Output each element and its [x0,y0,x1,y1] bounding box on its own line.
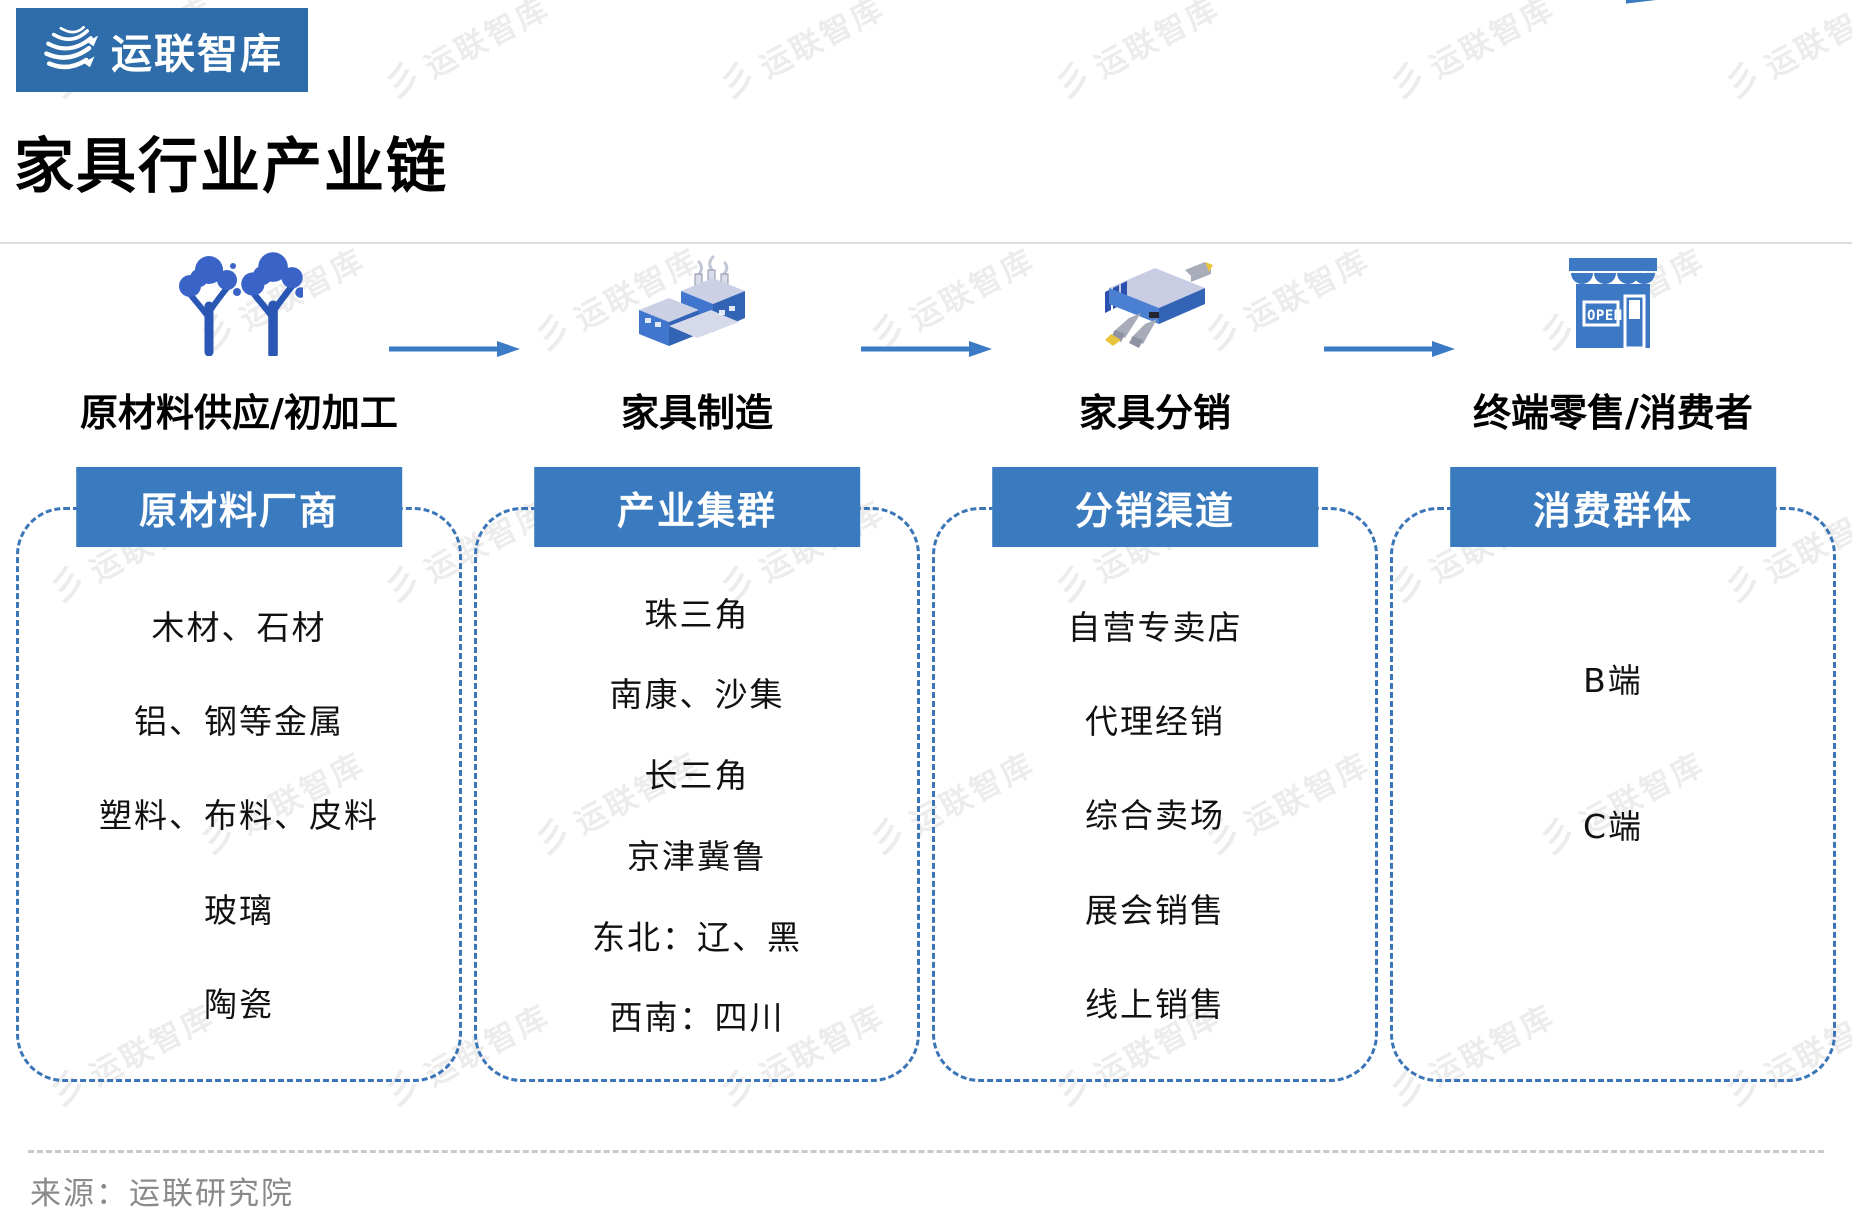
watermark-swirl-icon: 彡 [1717,53,1772,108]
watermark-text: 彡运联智库 [712,0,892,108]
watermark-text: 彡运联智库 [1382,0,1562,108]
stage-label: 终端零售/消费者 [1473,391,1753,435]
column-items: 珠三角南康、沙集长三角京津冀鲁东北：辽、黑西南：四川 [484,555,910,1072]
brand-logo-text: 运联智库 [111,30,283,78]
column-items: 自营专卖店代理经销综合卖场展会销售线上销售 [942,555,1368,1072]
open-sign-text: OPEN [1587,308,1623,324]
stage-label: 家具分销 [1078,391,1231,435]
chain-item: 铝、钢等金属 [134,702,344,742]
page-title: 家具行业产业链 [14,132,448,202]
chain-item: 陶瓷 [204,984,274,1024]
chain-item: 综合卖场 [1085,796,1225,836]
factory-icon [635,248,759,356]
watermark-text: 彡运联智库 [1717,0,1852,108]
chain-item: 代理经销 [1085,702,1225,742]
chain-item: 展会销售 [1085,890,1225,930]
flow-row: 原材料供应/初加工 [0,248,1852,448]
watermark-swirl-icon: 彡 [1047,53,1102,108]
flow-arrow-icon [1324,341,1455,357]
chain-column: 原材料厂商 木材、石材铝、钢等金属塑料、布料、皮料玻璃陶瓷 [16,467,462,1082]
chain-item: 珠三角 [644,594,750,634]
chain-columns: 原材料厂商 木材、石材铝、钢等金属塑料、布料、皮料玻璃陶瓷 产业集群 珠三角南康… [0,467,1852,1082]
watermark-text: 彡运联智库 [1047,0,1227,108]
chain-item: 线上销售 [1085,984,1225,1024]
flow-arrow-icon [861,341,992,357]
column-header: 消费群体 [1450,467,1776,547]
chain-item: 南康、沙集 [609,675,785,715]
title-divider [0,242,1852,244]
footer-divider [28,1150,1824,1153]
column-header: 分销渠道 [992,467,1318,547]
watermark-swirl-icon: 彡 [1382,53,1437,108]
watermark-swirl-icon: 彡 [377,53,432,108]
warehouse-distribution-icon [1093,248,1217,356]
watermark-text: 彡运联智库 [377,0,557,108]
chain-item: 长三角 [644,756,750,796]
chain-column: 消费群体 B端 C端 [1390,467,1836,1082]
storefront-icon: OPEN [1563,248,1663,356]
chain-item: B端 [1583,660,1643,700]
column-header: 产业集群 [534,467,860,547]
stage-manufacturing: 家具制造 [474,248,920,448]
stage-distribution: 家具分销 [932,248,1378,448]
column-items: B端 C端 [1400,555,1826,947]
chain-column: 分销渠道 自营专卖店代理经销综合卖场展会销售线上销售 [932,467,1378,1082]
column-items: 木材、石材铝、钢等金属塑料、布料、皮料玻璃陶瓷 [26,555,452,1072]
chain-item: 木材、石材 [151,608,327,648]
chain-item: 自营专卖店 [1067,608,1243,648]
stage-label: 原材料供应/初加工 [80,391,398,435]
chain-item: 西南：四川 [609,998,785,1038]
chain-item: 玻璃 [204,890,274,930]
stage-retail: OPEN 终端零售/消费者 [1390,248,1836,448]
flow-arrow-icon [388,341,520,357]
stage-label: 家具制造 [620,391,773,435]
chain-item: 京津冀鲁 [627,836,767,876]
trees-icon [175,248,303,356]
chain-item: C端 [1582,807,1644,847]
source-text: 来源：运联研究院 [30,1176,294,1212]
brand-logo: 运联智库 [16,8,308,92]
brand-slogan-badge: 专业研究 价值呈现 [1625,0,1843,4]
chain-column: 产业集群 珠三角南康、沙集长三角京津冀鲁东北：辽、黑西南：四川 [474,467,920,1082]
watermark-swirl-icon: 彡 [712,53,767,108]
chain-item: 东北：辽、黑 [592,917,802,957]
column-header: 原材料厂商 [76,467,402,547]
swirl-globe-icon [44,25,99,70]
chain-item: 塑料、布料、皮料 [99,796,379,836]
stage-raw-materials: 原材料供应/初加工 [16,248,462,448]
